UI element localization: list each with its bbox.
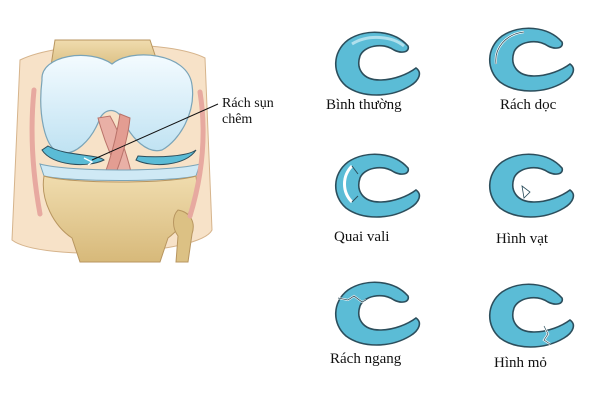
label-normal: Bình thường [326, 97, 402, 113]
meniscus-tear-mark [83, 157, 94, 166]
label-longitudinal: Rách dọc [500, 97, 557, 113]
meniscus-parrot-beak-tear [488, 283, 575, 348]
label-bucket-handle: Quai vali [334, 229, 390, 245]
tear-types-grid [334, 27, 575, 348]
knee-illustration [11, 39, 219, 263]
meniscus-flap-tear [488, 153, 575, 218]
meniscus-longitudinal-tear [488, 27, 575, 92]
label-parrot-beak: Hình mỏ [494, 355, 547, 371]
meniscus-radial-tear [334, 281, 421, 346]
knee-meniscus-right [135, 149, 197, 166]
callout-leader-line [91, 103, 219, 161]
callout-line-2: chêm [222, 112, 253, 127]
label-flap: Hình vạt [496, 231, 549, 247]
callout-line-1: Rách sụn [222, 96, 274, 111]
meniscus-tear-callout: Rách sụn chêm [222, 96, 274, 128]
meniscus-normal [334, 31, 421, 96]
meniscus-bucket-handle-tear [334, 153, 421, 218]
label-radial: Rách ngang [330, 351, 402, 367]
